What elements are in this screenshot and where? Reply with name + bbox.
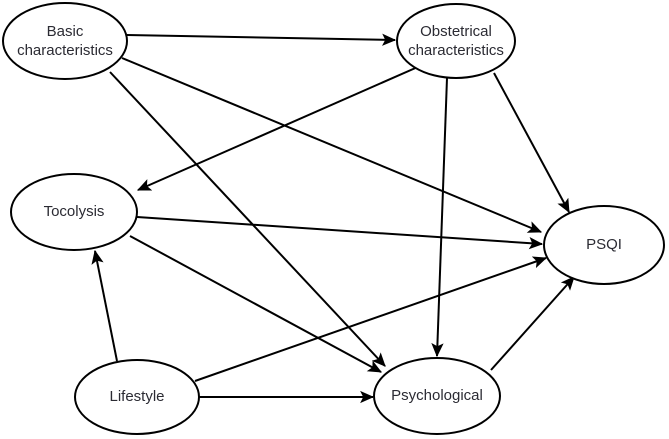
node-lifestyle-ellipse[interactable] [74,359,200,435]
node-obstetrical-label-line2: characteristics [408,42,504,59]
node-basic[interactable]: Basic characteristics [2,2,128,80]
edge-obstetrical-to-psychological [431,77,448,358]
edge-lifestyle-to-tocolysis [91,249,118,362]
node-basic-label-line2: characteristics [17,42,113,59]
node-basic-label: Basic [47,23,84,40]
edges-layer [91,33,575,404]
edge-basic-to-psqi [121,57,543,233]
edge-basic-to-obstetrical [126,33,397,46]
edge-tocolysis-to-psqi [136,216,544,250]
node-tocolysis-label: Tocolysis [44,203,105,220]
node-obstetrical-ellipse[interactable] [396,3,516,79]
edge-obstetrical-to-psqi [493,72,570,213]
node-obstetrical-label: Obstetrical [420,23,492,40]
node-tocolysis-ellipse[interactable] [10,173,138,251]
node-basic-ellipse[interactable] [2,2,128,80]
node-obstetrical[interactable]: Obstetrical characteristics [396,3,516,79]
node-psychological-label: Psychological [391,387,483,404]
node-psqi-label: PSQI [586,236,622,253]
node-tocolysis[interactable]: Tocolysis [10,173,138,251]
node-lifestyle[interactable]: Lifestyle [74,359,200,435]
node-psqi[interactable]: PSQI [543,205,665,285]
edge-basic-to-psychological [109,71,386,367]
edge-psychological-to-psqi [490,276,575,371]
edge-lifestyle-to-psqi [194,256,548,382]
nodes-layer: Basic characteristics Obstetrical character… [2,2,665,435]
edge-tocolysis-to-psychological [129,235,382,373]
edge-obstetrical-to-tocolysis [136,65,421,191]
node-psqi-ellipse[interactable] [543,205,665,285]
node-lifestyle-label: Lifestyle [109,388,164,405]
node-psychological[interactable]: Psychological [373,357,501,435]
node-psychological-ellipse[interactable] [373,357,501,435]
